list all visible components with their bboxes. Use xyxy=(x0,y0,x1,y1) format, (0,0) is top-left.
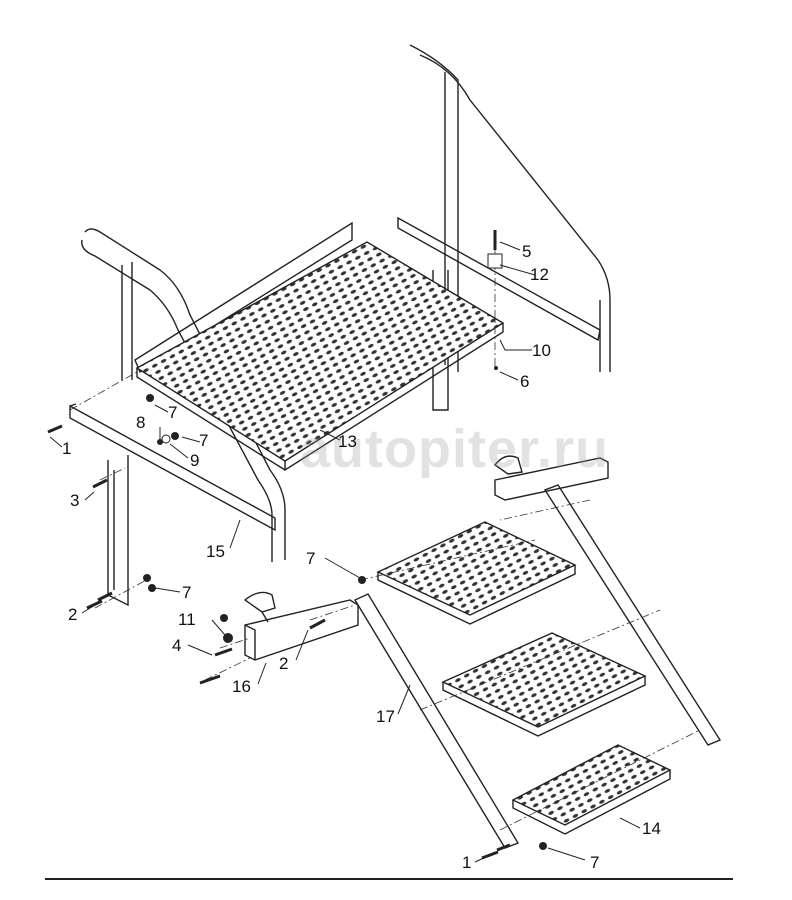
callout-11: 11 xyxy=(178,610,196,629)
callout-7b: 7 xyxy=(199,431,209,450)
callout-1: 1 xyxy=(62,439,72,458)
callout-4: 4 xyxy=(172,636,182,655)
watermark: autopiter.ru xyxy=(300,419,610,479)
callout-3: 3 xyxy=(70,491,80,510)
callout-8: 8 xyxy=(136,413,146,432)
callout-1b: 1 xyxy=(462,853,472,872)
callout-14: 14 xyxy=(642,819,661,838)
bottom-rule xyxy=(45,878,733,880)
callout-5: 5 xyxy=(522,242,532,261)
stringer-right xyxy=(543,484,722,746)
step-middle xyxy=(441,632,647,728)
callout-7: 7 xyxy=(168,403,178,422)
callout-7d: 7 xyxy=(306,549,316,568)
left-leg xyxy=(107,455,129,607)
callout-13: 13 xyxy=(338,432,357,451)
step-upper xyxy=(376,521,577,616)
callout-7e: 7 xyxy=(590,853,600,872)
left-handrail xyxy=(81,228,286,562)
callout-6: 6 xyxy=(520,372,530,391)
callout-2: 2 xyxy=(68,605,78,624)
callout-2b: 2 xyxy=(279,654,289,673)
callout-9: 9 xyxy=(190,451,200,470)
callout-12: 12 xyxy=(530,265,549,284)
right-handrail xyxy=(409,44,611,372)
callout-10: 10 xyxy=(532,341,551,360)
callout-17: 17 xyxy=(376,707,395,726)
mounting-arm-16 xyxy=(244,599,359,661)
callout-7c: 7 xyxy=(182,583,192,602)
front-beam-15 xyxy=(69,403,276,532)
callout-15: 15 xyxy=(206,542,225,561)
mounting-arm-right xyxy=(493,455,609,501)
stringer-left-17 xyxy=(353,593,520,849)
callout-16: 16 xyxy=(232,677,251,696)
